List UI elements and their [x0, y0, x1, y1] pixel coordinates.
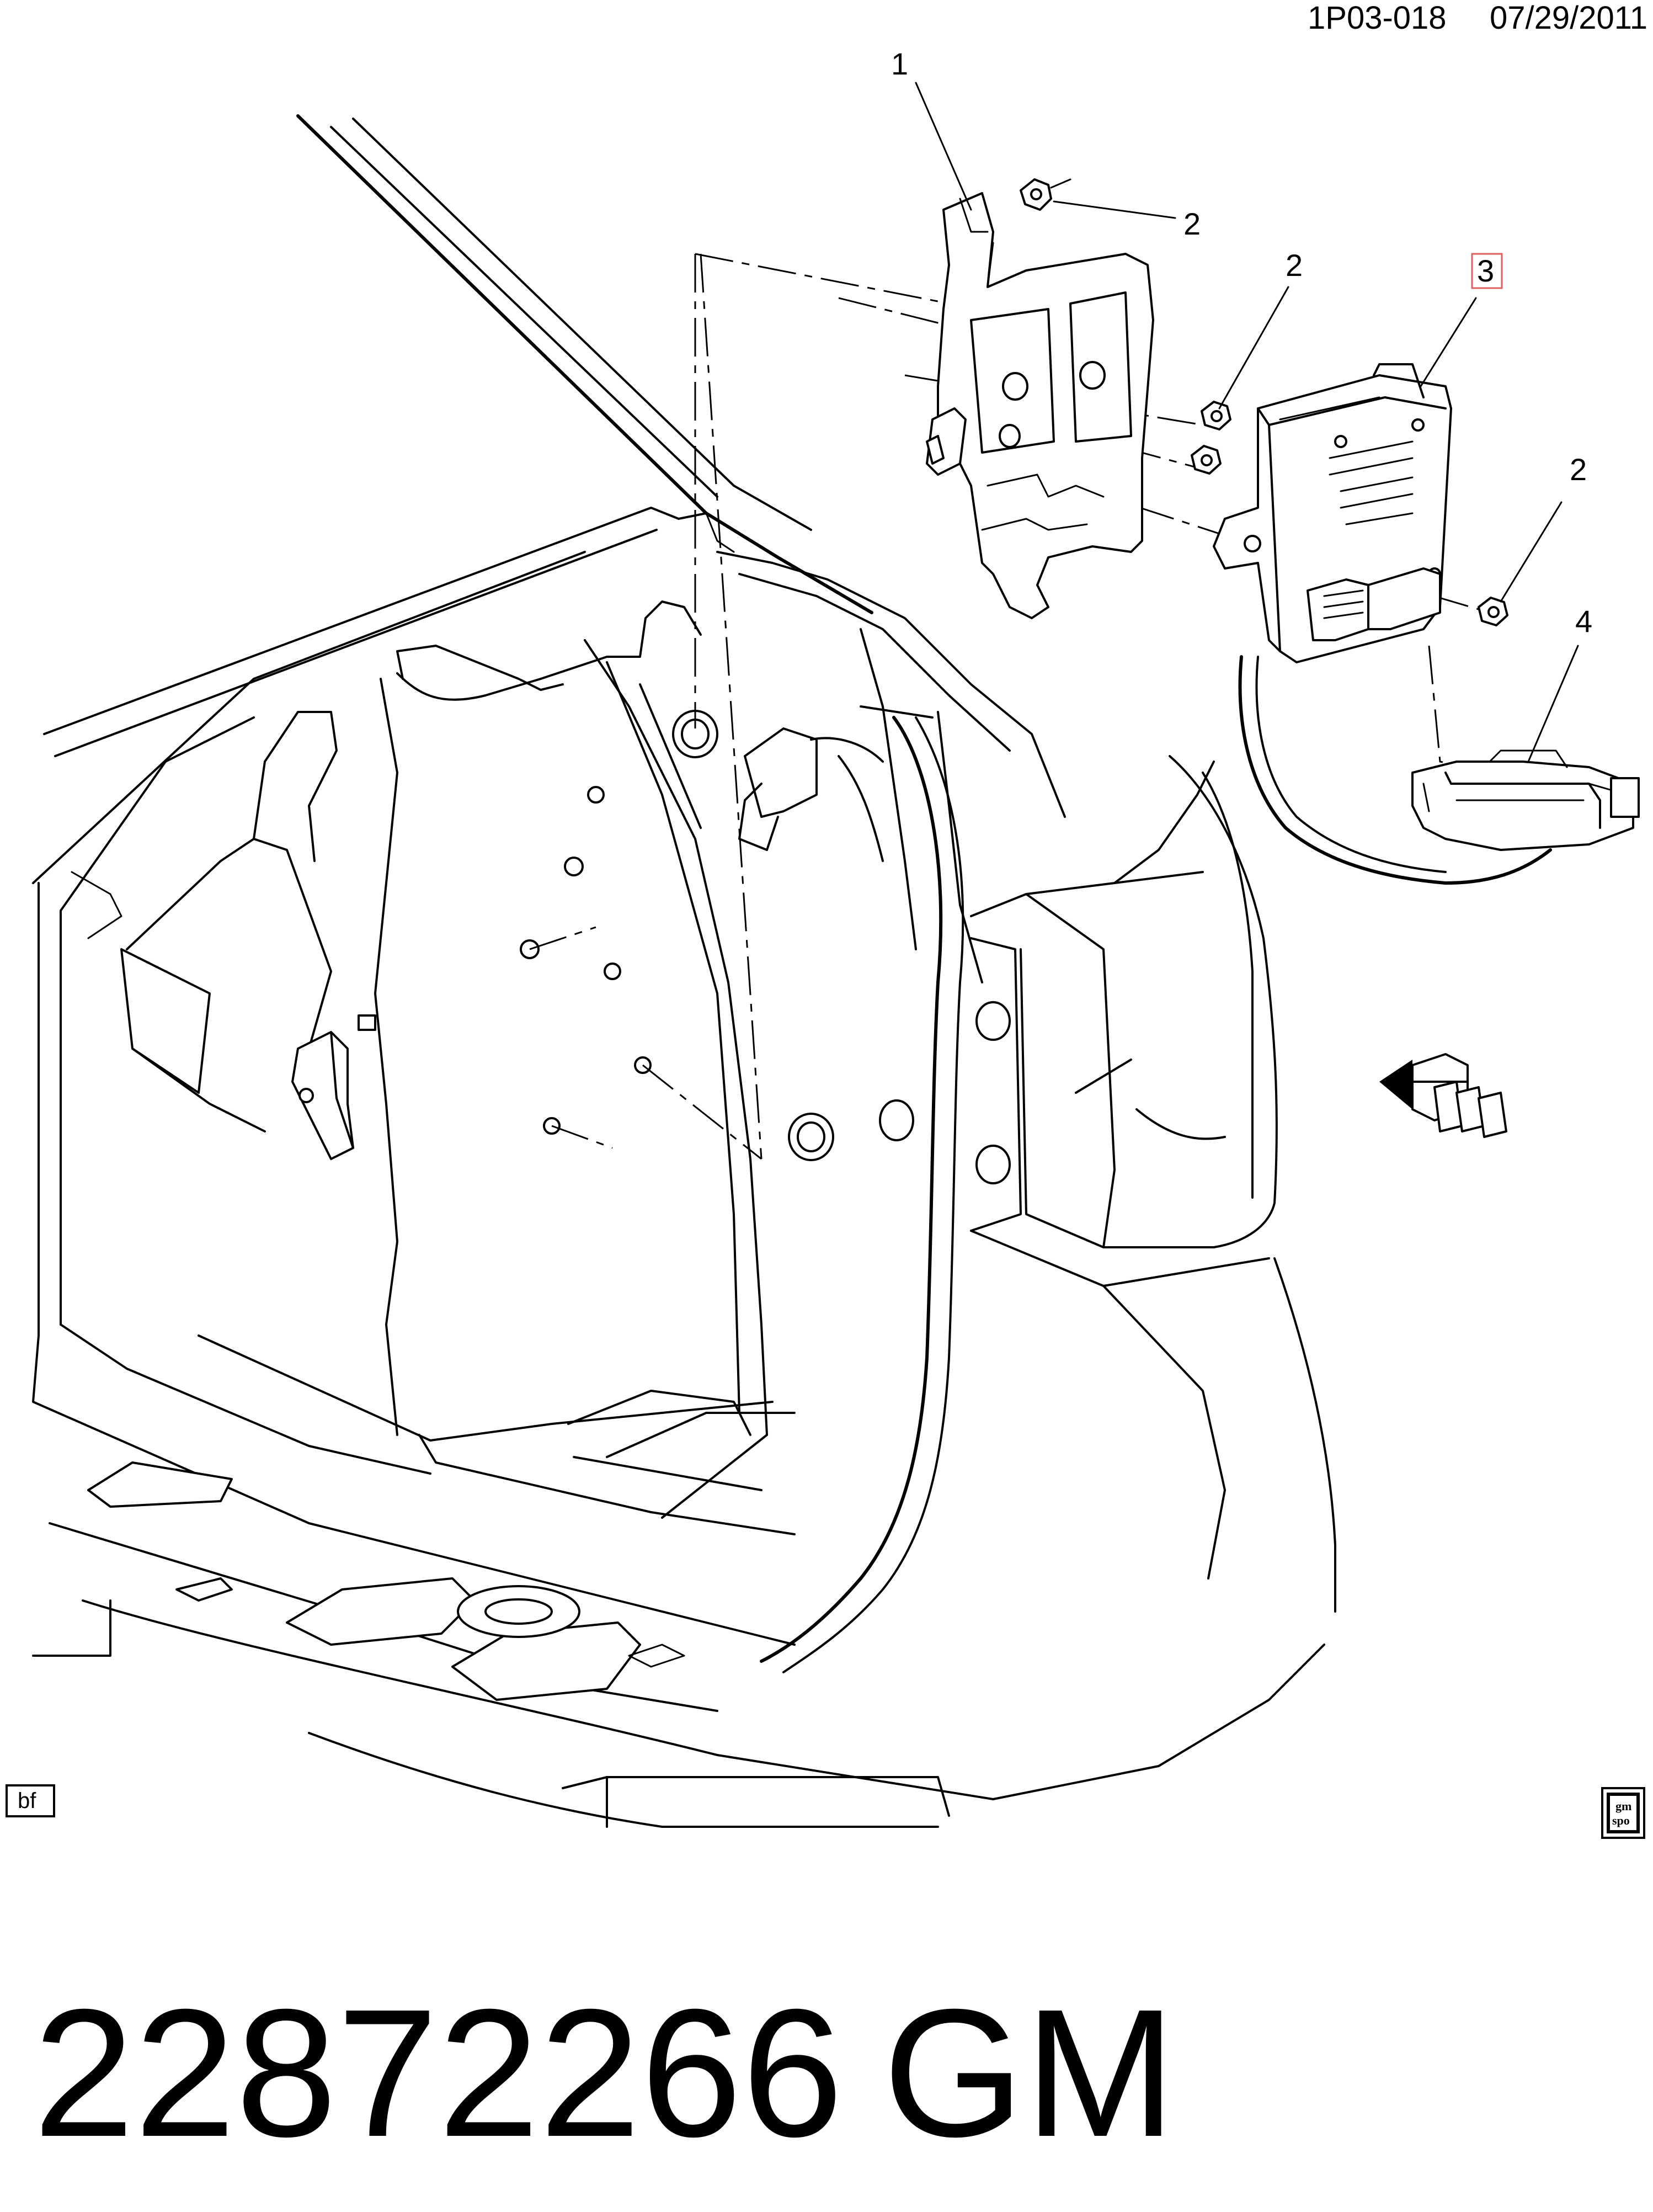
control-module-part-3: [1213, 363, 1452, 663]
wiring-harness-part-4: [1238, 655, 1640, 885]
callout-2-top: 2: [1183, 206, 1201, 241]
drawing-date: 07/29/2011: [1490, 0, 1647, 36]
hex-nuts-part-2: [1020, 178, 1508, 626]
callout-2-right: 2: [1570, 452, 1587, 487]
nut-top: [1020, 178, 1071, 211]
drawing-header: 1P03-018 07/29/2011: [1308, 0, 1647, 36]
corner-badge-left: bf: [6, 1784, 55, 1817]
callout-3: 3: [1477, 253, 1494, 288]
mounting-bracket-part-1: [926, 192, 1154, 619]
front-view-arrow-icon: [1379, 1053, 1507, 1138]
gm-spo-logo-icon: gm spo: [1601, 1787, 1645, 1839]
part-number: 22872266: [33, 1971, 843, 2174]
nut-upper: [1201, 401, 1231, 430]
callout-4: 4: [1575, 604, 1592, 639]
svg-text:spo: spo: [1612, 1814, 1630, 1827]
callout-1: 1: [891, 46, 908, 81]
svg-text:bf: bf: [18, 1789, 36, 1813]
nut-right: [1478, 597, 1508, 626]
callout-2-upper: 2: [1286, 248, 1303, 283]
callout-3-highlight-box: [1471, 253, 1503, 289]
brand-name: GM: [883, 1971, 1176, 2174]
nut-middle: [1191, 445, 1222, 475]
part-number-footer: 22872266 GM: [33, 1971, 1176, 2174]
svg-text:gm: gm: [1615, 1799, 1631, 1813]
drawing-id: 1P03-018: [1308, 0, 1447, 36]
vehicle-body-outline: [32, 114, 1336, 1828]
callouts: 1 2 2 3 2 4: [891, 46, 1592, 763]
